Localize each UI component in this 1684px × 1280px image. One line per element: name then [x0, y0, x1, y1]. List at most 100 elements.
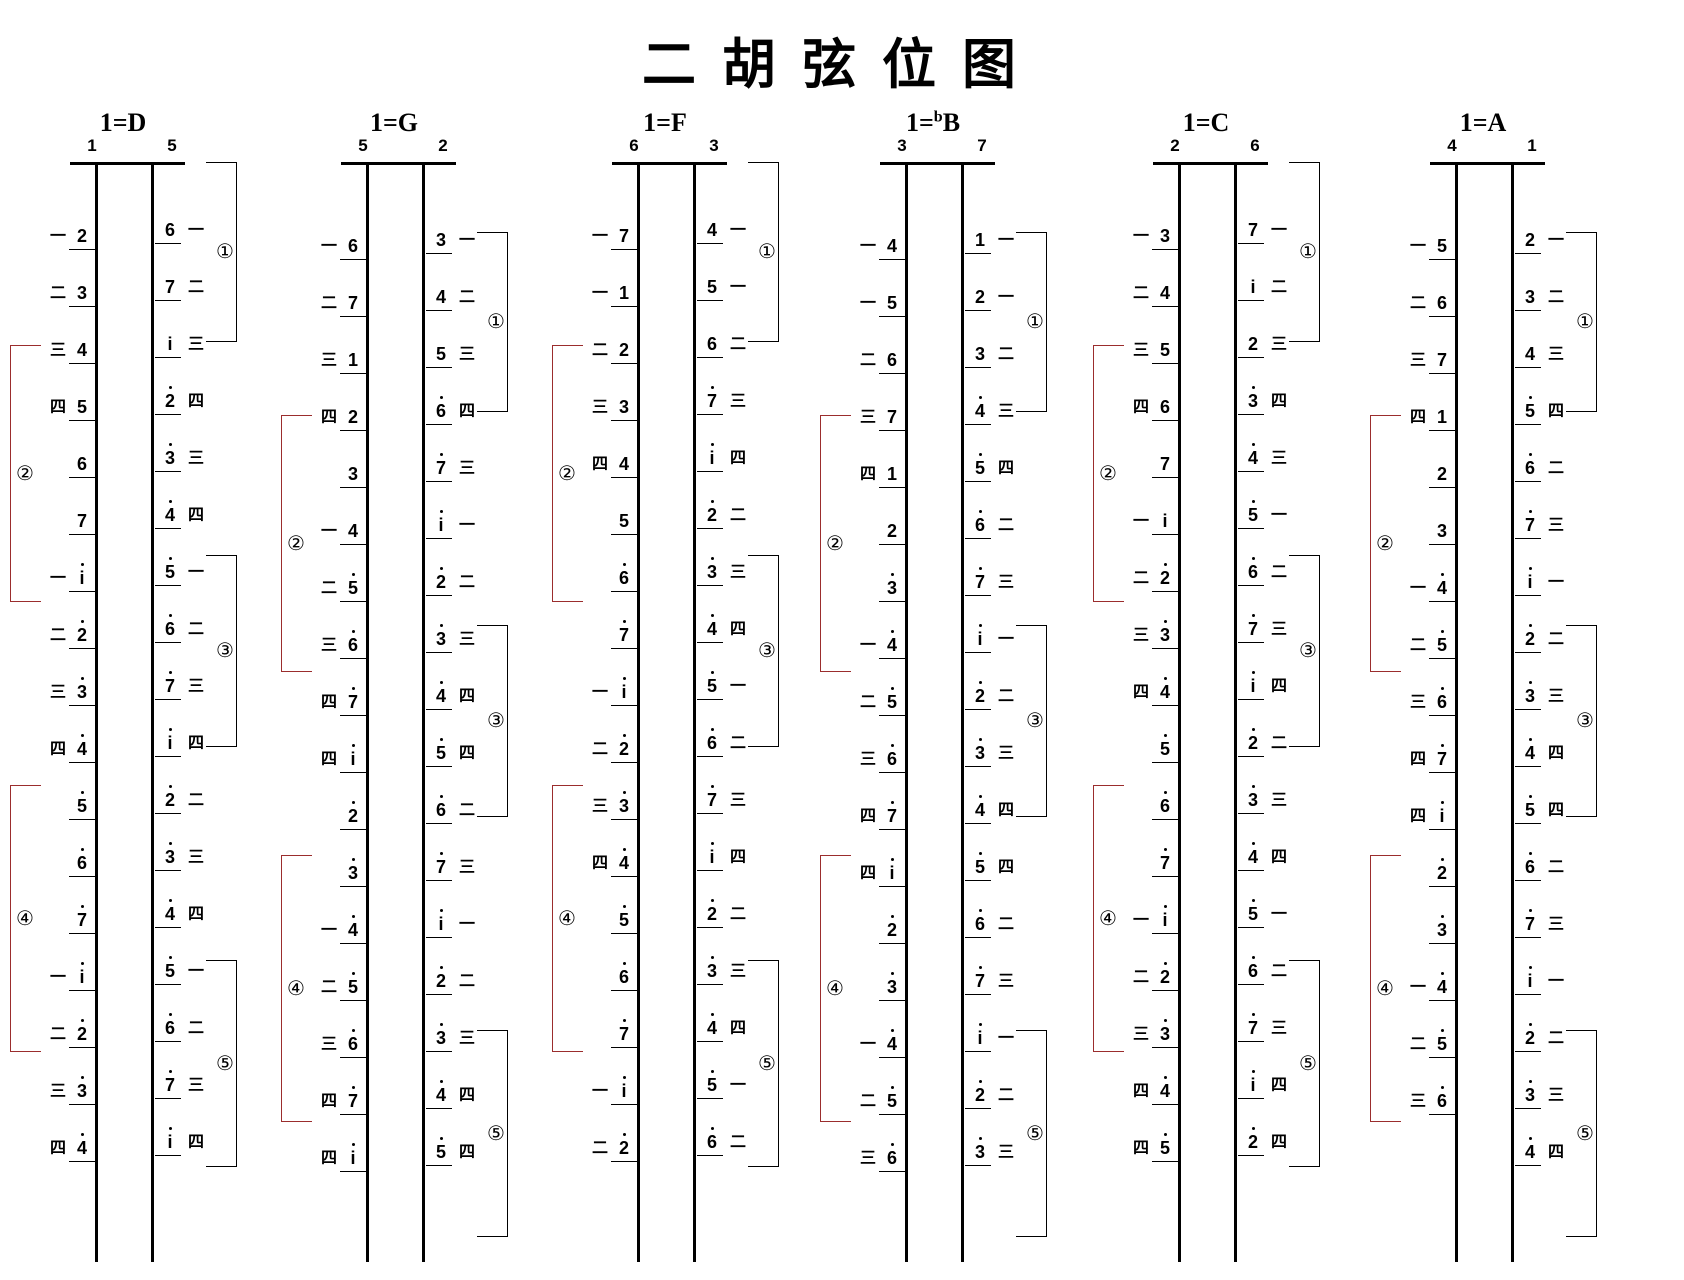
- note: 1: [886, 464, 897, 484]
- note-underline: [965, 595, 991, 596]
- note-underline: [697, 1098, 723, 1099]
- octave-dot: [978, 852, 982, 855]
- octave-dot: [978, 738, 982, 741]
- note: 6: [881, 744, 903, 770]
- note-underline: [1429, 316, 1455, 317]
- note-underline: [965, 1108, 991, 1109]
- note: 3: [435, 230, 446, 250]
- octave-dot: [168, 614, 172, 617]
- note: 3: [618, 397, 629, 417]
- note: 2: [430, 966, 452, 992]
- open-outer-string: 2: [438, 136, 448, 155]
- finger-label: 一: [187, 562, 204, 581]
- inner-string: [1455, 162, 1458, 1262]
- octave-dot: [710, 899, 714, 902]
- octave-dot: [168, 785, 172, 788]
- position-bracket-red: [552, 345, 583, 602]
- octave-dot: [351, 630, 355, 633]
- position-number: ①: [1576, 309, 1594, 333]
- octave-dot: [1251, 443, 1255, 446]
- note-underline: [879, 316, 905, 317]
- note: 5: [159, 956, 181, 982]
- finger-label: 一: [1270, 904, 1287, 923]
- octave-dot: [978, 909, 982, 912]
- outer-string: [151, 162, 154, 1262]
- note-underline: [879, 259, 905, 260]
- finger-label: 三: [859, 1148, 876, 1167]
- octave-dot: [890, 573, 894, 576]
- note: 7: [71, 905, 93, 931]
- open-outer-string: 7: [977, 136, 987, 155]
- finger-label: 二: [187, 790, 204, 809]
- open-outer-string: 1: [1527, 136, 1537, 155]
- note-underline: [426, 652, 452, 653]
- note: i: [430, 909, 452, 935]
- note: 3: [881, 573, 903, 599]
- finger-label: 三: [997, 743, 1014, 762]
- note-underline: [697, 813, 723, 814]
- position-bracket: [1289, 960, 1320, 1167]
- finger-label: 四: [187, 505, 204, 524]
- octave-dot: [1251, 1127, 1255, 1130]
- octave-dot: [439, 567, 443, 570]
- octave-dot: [1528, 510, 1532, 513]
- finger-label: 四: [997, 458, 1014, 477]
- octave-dot: [1440, 744, 1444, 747]
- open-inner-string: 4: [1447, 136, 1457, 155]
- octave-dot: [1528, 1137, 1532, 1140]
- note-underline: [697, 1155, 723, 1156]
- note: 2: [886, 521, 897, 541]
- note-underline: [1515, 937, 1541, 938]
- note: 6: [1159, 397, 1170, 417]
- octave-dot: [710, 500, 714, 503]
- finger-label: 三: [1547, 914, 1564, 933]
- finger-label: 二: [859, 350, 876, 369]
- note-underline: [1152, 762, 1178, 763]
- finger-label: 四: [859, 863, 876, 882]
- octave-dot: [439, 1080, 443, 1083]
- finger-label: 二: [729, 334, 746, 353]
- position-bracket-red: [10, 345, 41, 602]
- octave-dot: [890, 801, 894, 804]
- note: 6: [1519, 852, 1541, 878]
- note: 5: [969, 453, 991, 479]
- note-underline: [340, 430, 366, 431]
- note: 5: [1519, 795, 1541, 821]
- note: 4: [1242, 443, 1264, 469]
- finger-label: 一: [1547, 971, 1564, 990]
- note: 6: [1242, 557, 1264, 583]
- note: 1: [974, 230, 985, 250]
- finger-label: 四: [458, 1085, 475, 1104]
- finger-label: 二: [859, 1091, 876, 1110]
- octave-dot: [1528, 852, 1532, 855]
- finger-label: 四: [1409, 407, 1426, 426]
- octave-dot: [1251, 557, 1255, 560]
- note: 4: [886, 236, 897, 256]
- note: i: [881, 858, 903, 884]
- note-underline: [155, 1041, 181, 1042]
- finger-label: 二: [1270, 961, 1287, 980]
- position-bracket-red: [1370, 855, 1401, 1122]
- note: 2: [701, 500, 723, 526]
- octave-dot: [439, 1137, 443, 1140]
- note-underline: [426, 367, 452, 368]
- octave-dot: [622, 962, 626, 965]
- note: 6: [1431, 687, 1453, 713]
- note: 7: [159, 671, 181, 697]
- finger-label: 二: [1270, 733, 1287, 752]
- finger-label: 四: [1409, 749, 1426, 768]
- note-underline: [879, 1114, 905, 1115]
- note-underline: [155, 813, 181, 814]
- note-underline: [965, 253, 991, 254]
- note: 4: [881, 630, 903, 656]
- note-underline: [426, 424, 452, 425]
- note: 6: [701, 1127, 723, 1153]
- nut-line: [341, 162, 456, 165]
- note-underline: [155, 585, 181, 586]
- note-underline: [697, 243, 723, 244]
- note: 1: [1436, 407, 1447, 427]
- note-underline: [965, 1165, 991, 1166]
- note-underline: [611, 876, 637, 877]
- octave-dot: [978, 1080, 982, 1083]
- note: 5: [613, 905, 635, 931]
